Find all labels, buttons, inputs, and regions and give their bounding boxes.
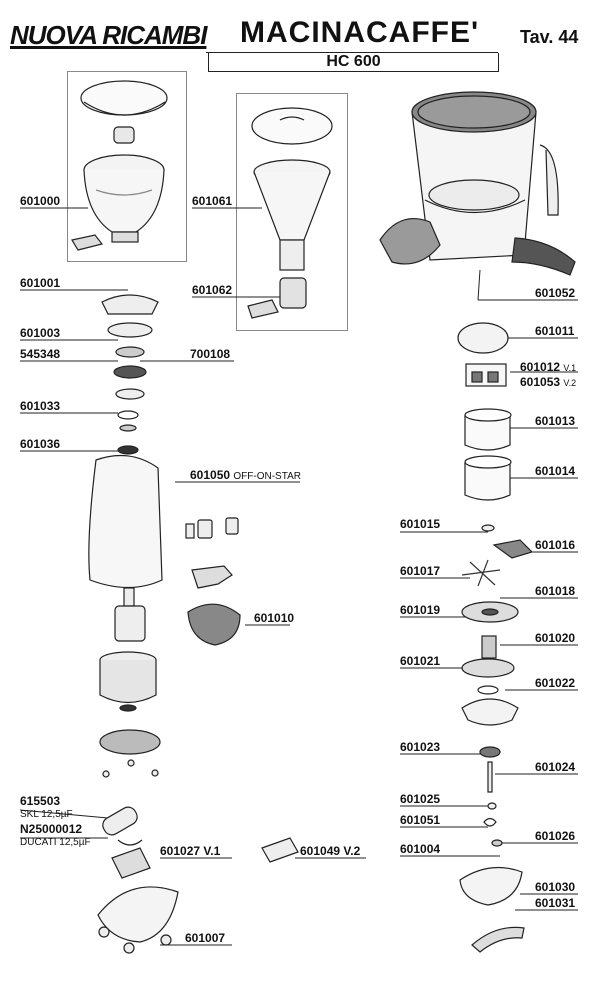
part-label-601026: 601026: [535, 829, 576, 843]
part-label-601049: 601049 V.2: [300, 844, 361, 858]
part-label-601052: 601052: [535, 286, 576, 300]
hopper-box-601000: [67, 71, 187, 262]
header-rule: [206, 52, 498, 53]
part-label-601012: 601012 V.1: [520, 361, 576, 375]
part-label-601033: 601033: [20, 399, 61, 413]
part-label-545348: 545348: [20, 347, 61, 361]
part-label-601021: 601021: [400, 654, 441, 668]
part-note-601050: OFF-ON-STAR: [233, 471, 301, 482]
model-label: HC 600: [208, 53, 499, 72]
part-label-601053: 601053 V.2: [520, 376, 576, 390]
part-label-601010: 601010: [254, 611, 295, 625]
part-label-601014: 601014: [535, 464, 576, 478]
part-label-601025: 601025: [400, 792, 441, 806]
part-label-601004: 601004: [400, 842, 441, 856]
part-label-601030: 601030: [535, 880, 576, 894]
part-label-601016: 601016: [535, 538, 576, 552]
part-label-601051: 601051: [400, 813, 441, 827]
part-label-601011: 601011: [535, 324, 575, 338]
part-label-601003: 601003: [20, 326, 61, 340]
part-label-601020: 601020: [535, 631, 576, 645]
brand-logo: NUOVA RICAMBI: [10, 20, 207, 50]
table-number: Tav. 44: [520, 27, 579, 47]
part-label-601000: 601000: [20, 194, 61, 208]
part-variant-601053: V.2: [563, 378, 577, 388]
part-label-601013: 601013: [535, 414, 576, 428]
part-label-601017: 601017: [400, 564, 441, 578]
hopper-box-601061: [236, 93, 348, 331]
part-label-601018: 601018: [535, 584, 576, 598]
part-label-700108: 700108: [190, 347, 231, 361]
part-variant-601012: V.1: [563, 363, 577, 373]
part-code-601012: 601012: [520, 360, 561, 374]
part-label-n25000012: N25000012: [20, 822, 83, 836]
part-label-601027: 601027 V.1: [160, 844, 221, 858]
part-label-601001: 601001: [20, 276, 61, 290]
part-label-601062: 601062: [192, 283, 233, 297]
part-label-601024: 601024: [535, 760, 576, 774]
part-label-601015: 601015: [400, 517, 441, 531]
page-title: MACINACAFFE': [240, 16, 480, 49]
part-label-601007: 601007: [185, 931, 226, 945]
part-note-615503: SKL 12,5µF: [20, 809, 73, 820]
part-label-601023: 601023: [400, 740, 441, 754]
part-code-601053: 601053: [520, 375, 561, 389]
part-label-601019: 601019: [400, 603, 441, 617]
part-code-601050: 601050: [190, 468, 231, 482]
part-label-601050: 601050 OFF-ON-STAR: [190, 469, 301, 483]
part-note-n25000012: DUCATI 12,5µF: [20, 837, 91, 848]
part-label-601061: 601061: [192, 194, 233, 208]
part-label-601031: 601031: [535, 896, 576, 910]
part-label-601036: 601036: [20, 437, 61, 451]
part-label-615503: 615503: [20, 794, 61, 808]
part-label-601022: 601022: [535, 676, 576, 690]
